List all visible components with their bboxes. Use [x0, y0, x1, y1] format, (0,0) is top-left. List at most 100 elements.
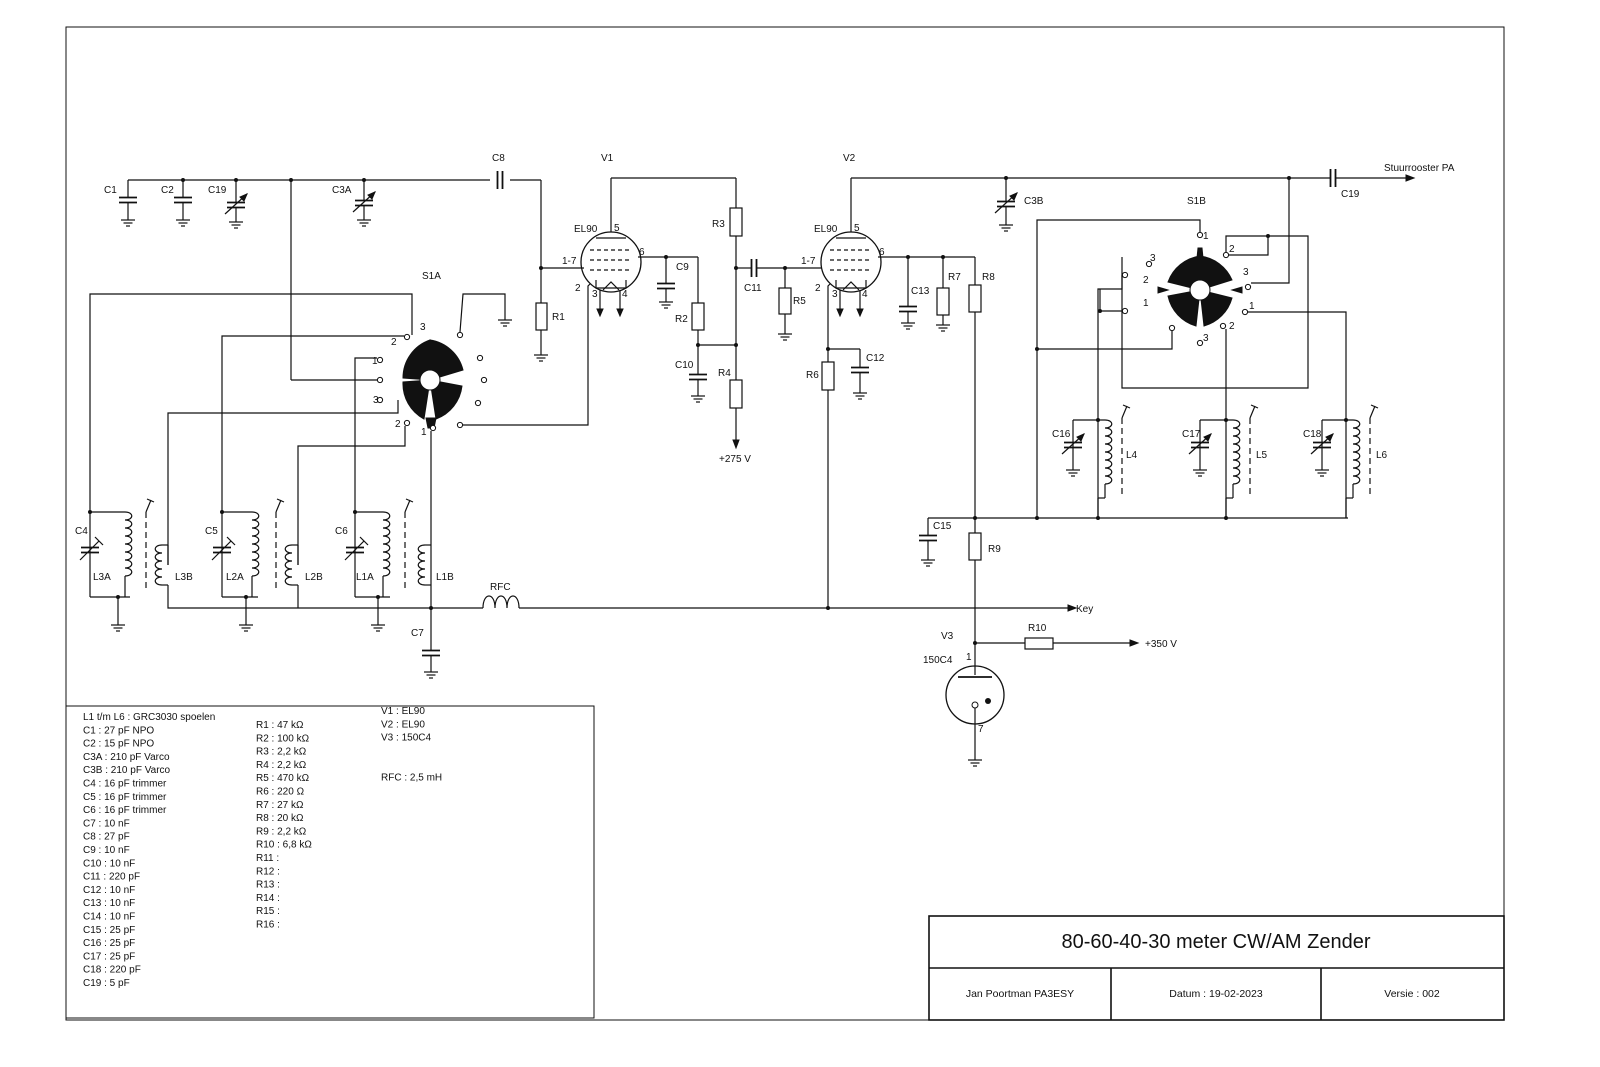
capacitor-c3a-variable: C3A [332, 180, 376, 227]
parts-list-entry: R9 : 2,2 kΩ [256, 826, 307, 837]
c2-label: C2 [161, 185, 174, 196]
c12-label: C12 [866, 353, 885, 364]
coil-l6: C18 L6 [1303, 404, 1388, 518]
s1b-pos3-left: 3 [1150, 253, 1156, 264]
s1b-pos1-left: 1 [1143, 298, 1149, 309]
parts-list-entry: R6 : 220 Ω [256, 787, 305, 798]
l2b-label: L2B [305, 572, 323, 583]
tube-v2: V2 EL90 1-7 5 6 2 3 4 [801, 153, 975, 608]
l3b-label: L3B [175, 572, 193, 583]
v2-pin6: 6 [879, 247, 885, 258]
v1-type-label: EL90 [574, 224, 598, 235]
resistor-r1: R1 [533, 302, 565, 362]
capacitor-c1: C1 [104, 180, 138, 227]
v1-pin6: 6 [639, 247, 645, 258]
l3a-label: L3A [93, 572, 111, 583]
c17-label: C17 [1182, 429, 1201, 440]
s1b-pos3-bottom: 3 [1203, 333, 1209, 344]
v3-pin7: 7 [978, 724, 984, 735]
r10-label: R10 [1028, 623, 1047, 634]
capacitor-c13: C13 [898, 257, 930, 330]
s1a-label: S1A [422, 271, 441, 282]
coil-l4: C16 L4 [1052, 404, 1138, 520]
key-label: Key [1076, 604, 1093, 615]
v1-pin4: 4 [622, 289, 628, 300]
c13-label: C13 [911, 286, 930, 297]
l6-label: L6 [1376, 450, 1388, 461]
parts-list-entry: V2 : EL90 [381, 719, 425, 730]
v2-pin3: 3 [832, 289, 838, 300]
capacitor-c9: C9 [656, 257, 689, 309]
r3-label: R3 [712, 219, 725, 230]
c1-label: C1 [104, 185, 117, 196]
c5-label: C5 [205, 526, 218, 537]
v3-type-label: 150C4 [923, 655, 953, 666]
coil-l3a-l3b: C4 L3A L3B [75, 498, 298, 632]
parts-list-entry: C12 : 10 nF [83, 885, 135, 896]
parts-list-entry: C4 : 16 pF trimmer [83, 779, 167, 790]
s1a-coil-wiring [89, 293, 432, 608]
r7-label: R7 [948, 272, 961, 283]
s1b-pos1-top: 1 [1203, 231, 1209, 242]
parts-list-entry: R7 : 27 kΩ [256, 800, 304, 811]
parts-list-entry: C5 : 16 pF trimmer [83, 792, 167, 803]
s1b-pos3-right: 3 [1243, 267, 1249, 278]
parts-list-entry: R1 : 47 kΩ [256, 720, 304, 731]
capacitor-c10: C10 [675, 345, 708, 403]
s1a-pos3-left: 3 [373, 395, 379, 406]
parts-list-entry: C1 : 27 pF NPO [83, 725, 154, 736]
coil-l2a-l2b: C5 L2A L2B [205, 498, 323, 632]
s1b-wiring [1035, 178, 1347, 518]
parts-list-entry: C14 : 10 nF [83, 912, 135, 923]
c16-label: C16 [1052, 429, 1071, 440]
parts-list-entry: R14 : [256, 893, 280, 904]
drawing-title: 80-60-40-30 meter CW/AM Zender [1061, 931, 1370, 953]
parts-list-entry: R4 : 2,2 kΩ [256, 760, 307, 771]
switch-s1a: S1A 3 2 1 3 2 1 [290, 180, 513, 438]
s1b-pos2-bottom: 2 [1229, 321, 1235, 332]
c6-label: C6 [335, 526, 348, 537]
r6-c12-network: C12 R6 [806, 347, 885, 400]
supply-350v: +350 V [1145, 639, 1177, 650]
r1-label: R1 [552, 312, 565, 323]
drawing-author: Jan Poortman PA3ESY [966, 988, 1074, 1000]
c11-label: C11 [744, 283, 762, 294]
parts-list-entry: R16 : [256, 920, 280, 931]
v3-label: V3 [941, 631, 954, 642]
v2-pin4: 4 [862, 289, 868, 300]
supply-275v: +275 V [719, 454, 751, 465]
capacitor-c7: C7 [411, 608, 441, 679]
coil-l5: C17 L5 [1182, 404, 1268, 520]
s1a-pos1-left: 1 [372, 356, 378, 367]
stuurrooster-label: Stuurrooster PA [1384, 163, 1455, 174]
c19-label: C19 [208, 185, 227, 196]
v1-pin3: 3 [592, 289, 598, 300]
key-bus: RFC Key [298, 582, 1093, 615]
parts-list-entry: C17 : 25 pF [83, 951, 135, 962]
parts-list-entry: V3 : 150C4 [381, 733, 431, 744]
resistor-r2: R2 [675, 257, 736, 347]
parts-list-entry: C9 : 10 nF [83, 845, 130, 856]
capacitor-c19-variable: C19 [208, 180, 248, 229]
parts-list-entry: R10 : 6,8 kΩ [256, 840, 312, 851]
r2-label: R2 [675, 314, 688, 325]
parts-list-entry: C13 : 10 nF [83, 898, 135, 909]
r6-label: R6 [806, 370, 819, 381]
parts-list-entry: R11 : [256, 853, 279, 864]
s1b-pos2-left: 2 [1143, 275, 1149, 286]
drawing-date: Datum : 19-02-2023 [1169, 988, 1263, 1000]
pa-output-line: Stuurrooster PA C19 [851, 163, 1455, 200]
parts-list-entry: R5 : 470 kΩ [256, 773, 310, 784]
l2a-label: L2A [226, 572, 244, 583]
coil-l1a-l1b: C6 L1A L1B [335, 498, 454, 632]
r5-label: R5 [793, 296, 806, 307]
l1b-label: L1B [436, 572, 454, 583]
s1b-pos2-top: 2 [1229, 244, 1235, 255]
v1-pin5: 5 [614, 223, 620, 234]
v2-label: V2 [843, 153, 856, 164]
v2-pin5: 5 [854, 223, 860, 234]
